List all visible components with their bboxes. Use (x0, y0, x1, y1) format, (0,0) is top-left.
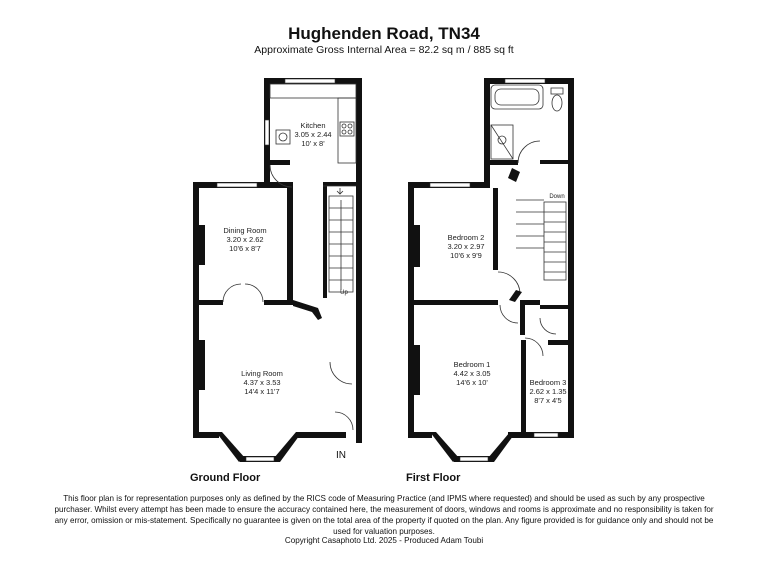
bedroom-2-metric: 3.20 x 2.97 (447, 242, 484, 251)
dining-room-metric: 3.20 x 2.62 (226, 235, 263, 244)
copyright-text: Copyright Casaphoto Ltd. 2025 - Produced… (284, 536, 484, 545)
living-room-metric: 4.37 x 3.53 (243, 378, 280, 387)
ground-floor-label: Ground Floor (190, 472, 261, 484)
entrance-label: IN (336, 450, 346, 461)
ground-floor-rooms: Kitchen 3.05 x 2.44 10' x 8' Dining Room… (223, 121, 331, 396)
bedroom-2-imperial: 10'6 x 9'9 (450, 251, 482, 260)
plan-subtitle: Approximate Gross Internal Area = 82.2 s… (254, 44, 514, 56)
living-room-name: Living Room (241, 369, 283, 378)
dining-room-imperial: 10'6 x 8'7 (229, 244, 261, 253)
dining-room-name: Dining Room (223, 226, 266, 235)
first-floor-plan (408, 78, 574, 462)
bedroom-1-imperial: 14'6 x 10' (456, 378, 488, 387)
plan-title: Hughenden Road, TN34 (288, 24, 480, 43)
bedroom-1-metric: 4.42 x 3.05 (453, 369, 490, 378)
bedroom-2-name: Bedroom 2 (448, 233, 485, 242)
bedroom-3-imperial: 8'7 x 4'5 (534, 396, 561, 405)
kitchen-metric: 3.05 x 2.44 (294, 130, 331, 139)
first-floor-rooms: Bedroom 2 3.20 x 2.97 10'6 x 9'9 Bedroom… (447, 233, 566, 405)
kitchen-name: Kitchen (300, 121, 325, 130)
ground-floor-plan (193, 78, 362, 462)
first-floor-label: First Floor (406, 472, 461, 484)
disclaimer-text: This floor plan is for representation pu… (54, 494, 714, 536)
bedroom-3-metric: 2.62 x 1.35 (529, 387, 566, 396)
bedroom-1-name: Bedroom 1 (454, 360, 491, 369)
living-room-imperial: 14'4 x 11'7 (244, 387, 279, 396)
kitchen-imperial: 10' x 8' (301, 139, 325, 148)
first-stairs-label: Down (549, 194, 564, 200)
ground-stairs-label: Up (340, 290, 348, 296)
bedroom-3-name: Bedroom 3 (530, 378, 567, 387)
